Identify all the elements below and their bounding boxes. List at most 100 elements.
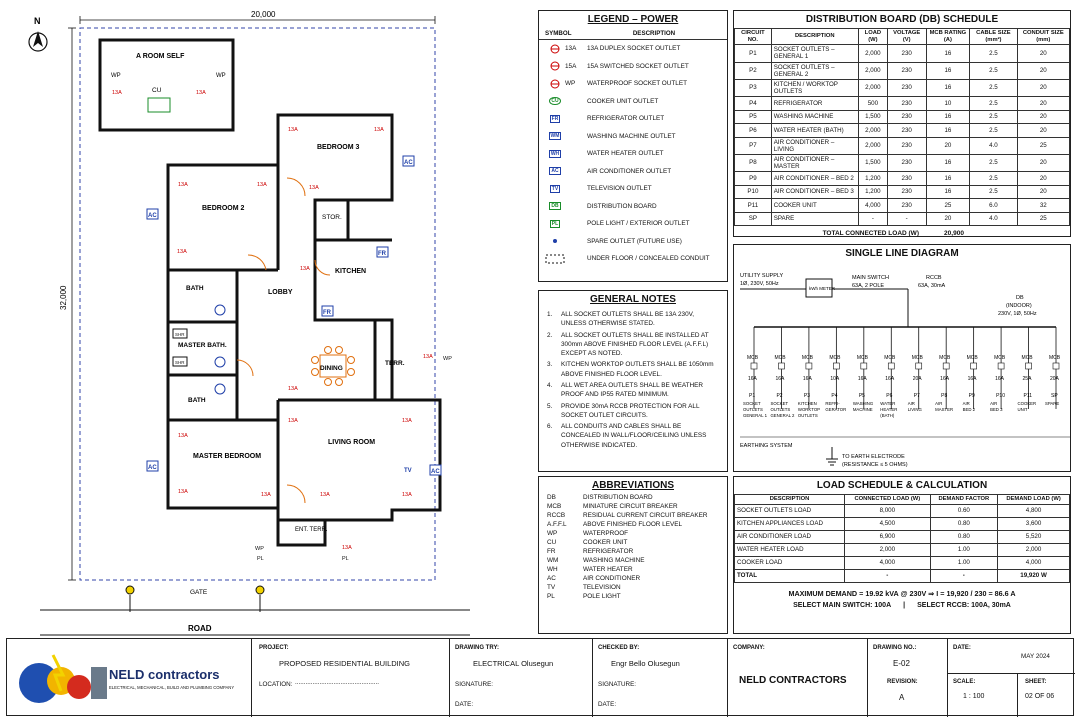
circuit-label: P9 <box>969 393 975 399</box>
svg-text:230V, 1Ø, 50Hz: 230V, 1Ø, 50Hz <box>998 311 1037 317</box>
mcb-label: MCB <box>829 355 841 361</box>
abbr-title: Abbreviations <box>591 480 675 491</box>
mcb-icon <box>833 362 840 370</box>
mcb-icon <box>915 362 923 370</box>
circuit-desc: WATER <box>880 401 895 406</box>
site-fence <box>40 585 470 636</box>
svg-text:63A, 30mA: 63A, 30mA <box>918 283 946 289</box>
legend-symbol-icon <box>545 236 565 246</box>
sld-panel: SINGLE LINE DIAGRAM UTILITY SUPPLY 1Ø, 2… <box>733 244 1071 472</box>
svg-text:13A: 13A <box>309 185 319 191</box>
mcb-icon <box>750 362 758 370</box>
north-label: N <box>34 16 41 26</box>
circuit-label: P4 <box>831 393 837 399</box>
door-swings <box>236 177 331 504</box>
sld-title: SINGLE LINE DIAGRAM <box>845 248 959 259</box>
legend-symbol-icon <box>545 254 565 264</box>
north-arrow-icon: N <box>28 16 48 52</box>
mcb-label: MCB <box>1049 355 1061 361</box>
mcb-label: MCB <box>802 355 814 361</box>
circuit-label: P7 <box>914 393 920 399</box>
plot-boundary <box>79 27 436 581</box>
mcb-label: MCB <box>912 355 924 361</box>
svg-text:AC: AC <box>148 465 157 471</box>
circuit-desc: OUTLETS <box>798 413 818 418</box>
circuit-label: P8 <box>941 393 947 399</box>
db-header-cell: LOAD (W) <box>857 27 888 46</box>
legend-item: SPARE OUTLET (FUTURE USE) <box>545 233 721 251</box>
circuit-desc: AIR <box>908 401 915 406</box>
svg-text:WP: WP <box>216 73 226 79</box>
note-item: 3.KITCHEN WORKTOP OUTLETS SHALL BE 1050m… <box>547 361 714 378</box>
svg-text:PL: PL <box>257 556 264 562</box>
mcb-rating: 25A <box>1023 376 1033 382</box>
mcb-rating: 16A <box>858 376 868 382</box>
mcb-icon <box>997 362 1005 370</box>
legend-symbol-icon <box>545 44 565 54</box>
svg-text:13A: 13A <box>177 249 187 255</box>
legend-symbol-icon: TV <box>549 184 561 193</box>
svg-text:13A: 13A <box>288 386 298 392</box>
svg-text:UTILITY SUPPLY: UTILITY SUPPLY <box>740 273 784 279</box>
svg-text:FR: FR <box>378 251 387 257</box>
svg-text:WP: WP <box>111 73 121 79</box>
circuit-desc: AIR <box>963 401 970 406</box>
db-header-cell: CONDUIT SIZE (mm) <box>1016 27 1071 46</box>
legend-symbol-icon: FR <box>549 114 561 123</box>
svg-text:AC: AC <box>404 160 413 166</box>
scale: 1 : 100 <box>963 693 985 700</box>
mcb-rating: 10A <box>830 376 840 382</box>
svg-text:13A: 13A <box>402 418 412 424</box>
mcb-rating: 16A <box>748 376 758 382</box>
mcb-rating: 16A <box>803 376 813 382</box>
legend-item: UNDER FLOOR / CONCEALED CONDUIT <box>545 250 721 268</box>
db-header-cell: CABLE SIZE (mm²) <box>969 27 1018 46</box>
svg-text:AC: AC <box>148 213 157 219</box>
notes-panel: GENERAL NOTES 1.ALL SOCKET OUTLETS SHALL… <box>538 290 728 472</box>
mcb-label: MCB <box>1022 355 1034 361</box>
mcb-label: MCB <box>967 355 979 361</box>
svg-text:13A: 13A <box>112 90 122 96</box>
circuit-label: P10 <box>996 393 1005 399</box>
notes-list: 1.ALL SOCKET OUTLETS SHALL BE 13A 230V, … <box>539 308 727 454</box>
dimension-height-label: 32,000 <box>59 285 68 310</box>
circuit-desc: MASTER <box>935 407 953 412</box>
logo-sub: ELECTRICAL, MECHANICAL, BUILD AND PLUMBI… <box>109 685 235 690</box>
kitchen-label: KITCHEN <box>335 268 366 275</box>
circuit-desc: KITCHEN <box>798 401 817 406</box>
circuit-desc: COOKER <box>1018 401 1037 406</box>
svg-text:TV: TV <box>404 468 412 474</box>
db-header-cell: CIRCUIT NO. <box>734 27 772 46</box>
load-header-cell: DEMAND LOAD (W) <box>997 494 1070 505</box>
note-item: 6.ALL CONDUITS AND CABLES SHALL BE CONCE… <box>547 423 707 449</box>
svg-text:1Ø, 230V, 50Hz: 1Ø, 230V, 50Hz <box>740 281 779 287</box>
select-rccb: SELECT RCCB: 100A, 30mA <box>917 601 1011 609</box>
logo: NELD contractors ELECTRICAL, MECHANICAL,… <box>13 647 245 709</box>
svg-text:DB: DB <box>1016 295 1024 301</box>
lobby-label: LOBBY <box>268 289 293 296</box>
bath2-label: BATH <box>188 397 206 404</box>
terr-label: TERR. <box>385 360 405 367</box>
svg-text:13A: 13A <box>261 492 271 498</box>
mcb-icon <box>887 362 895 370</box>
room-self-walls <box>98 38 235 132</box>
mcb-rating: 16A <box>968 376 978 382</box>
circuit-label: P2 <box>776 393 782 399</box>
circuit-label: P6 <box>886 393 892 399</box>
load-header-cell: DESCRIPTION <box>733 494 846 505</box>
